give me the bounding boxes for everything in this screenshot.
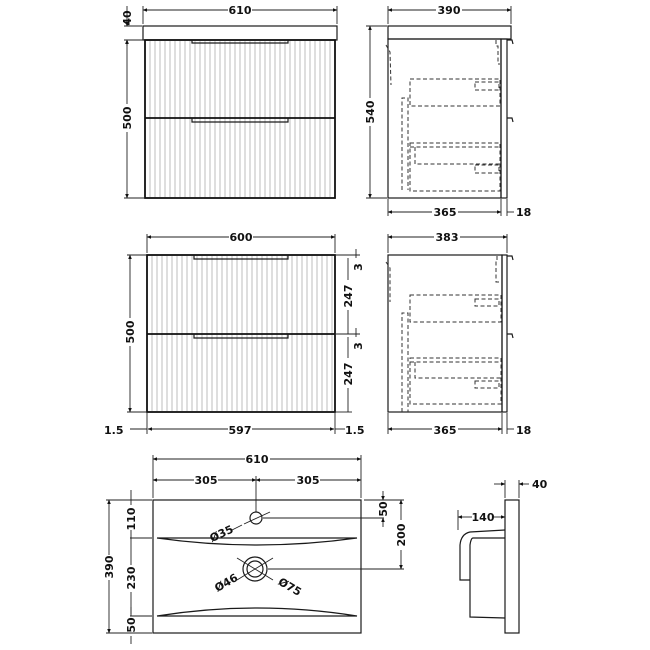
drawer-handle-bottom [191,118,289,123]
side-unit-carcass [387,254,503,413]
side-unit-hinge-bottom [507,333,514,339]
dim-side-depth: 390 [438,4,461,17]
dim-unit-right-gap: 1.5 [345,424,365,437]
bowl-edge-top [156,537,358,546]
basin-plan-view: 610 305 305 390 110 230 50 50 200 [103,453,408,644]
dim-basin-thickness: 40 [532,478,548,491]
bottom-drawer-runner [474,164,500,174]
unit-handle-bottom [193,334,289,339]
side-unit-bottom-inner [410,361,501,379]
basin-bowl-outer [459,529,506,581]
dim-unit-height: 500 [124,320,137,343]
label-waste-inner: Ø46 [212,571,240,595]
side-unit-top-runner [474,298,500,307]
dim-side-unit-depth: 383 [436,231,459,244]
dim-basin-left-half: 305 [195,474,218,487]
dim-unit-gap-mid: 3 [352,342,365,350]
side-unit-service-void [401,312,409,412]
dim-waste-offset: 200 [395,523,408,546]
drawer-handle-top [191,40,289,44]
dim-side-unit-door: 18 [516,424,531,437]
fluted-panel [149,41,331,197]
side-carcass [387,38,502,199]
dim-side-unit-carcass: 365 [434,424,457,437]
waste-inner [246,560,264,578]
side-with-top-view: 390 540 365 18 [364,4,531,219]
dim-basin-width: 610 [246,453,269,466]
dim-unit-drawer-bottom: 247 [342,363,355,386]
dim-side-carcass-depth: 365 [434,206,457,219]
dim-basin-depth: 390 [103,555,116,578]
side-worktop [387,25,512,40]
dim-unit-drawer-top: 247 [342,285,355,308]
door-hinge-bottom [507,117,514,123]
rear-service-void [401,97,409,190]
top-drawer-runner [474,81,500,91]
dim-basin-bowl: 230 [125,566,138,589]
basin-side-view: 40 140 [457,478,548,634]
side-unit-rail-detail [495,256,501,283]
label-tap-hole: Ø35 [208,523,236,545]
top-drawer-box [409,78,501,107]
dim-unit-left-gap: 1.5 [104,424,124,437]
dim-unit-gap-top: 3 [352,263,365,271]
basin-bowl-inner [469,537,506,619]
dim-front-top-height: 500 [121,106,134,129]
basin-side-slab [504,499,520,634]
front-unit-view: 600 500 3 247 3 247 1.5 597 1.5 [104,231,365,437]
side-unit-bottom-drawer [409,357,502,405]
bottom-drawer-inner [410,146,500,165]
unit-handle-top [193,255,289,260]
bowl-edge-bottom [156,607,358,617]
wall-bracket [385,44,392,86]
rail-detail [495,40,500,65]
basin-outline [152,499,362,634]
label-waste-outer: Ø75 [276,575,304,599]
dim-basin-top-margin: 110 [125,507,138,530]
side-unit-bottom-runner [474,380,500,389]
dim-basin-bottom-margin: 50 [125,617,138,633]
front-with-top-view: 610 40 500 [121,4,338,199]
dim-unit-width: 600 [230,231,253,244]
side-unit-top-drawer [409,294,502,323]
worktop [142,25,338,41]
dim-basin-projection: 140 [472,511,495,524]
side-door [500,38,508,199]
dim-front-top-thickness: 40 [121,10,134,26]
dim-side-door-depth: 18 [516,206,531,219]
door-hinge-top [507,39,514,45]
side-unit-view: 383 365 18 [385,231,531,437]
dim-front-top-width: 610 [229,4,252,17]
dim-side-height: 540 [364,100,377,123]
dim-basin-right-half: 305 [297,474,320,487]
dim-tap-offset: 50 [377,501,390,517]
side-unit-wall-bracket [385,261,391,302]
bottom-drawer-box [409,142,501,192]
dim-unit-inner-width: 597 [229,424,252,437]
side-unit-hinge-top [507,255,514,261]
waste-outer [242,556,268,582]
cabinet-body [144,39,336,199]
side-unit-door [501,254,508,413]
